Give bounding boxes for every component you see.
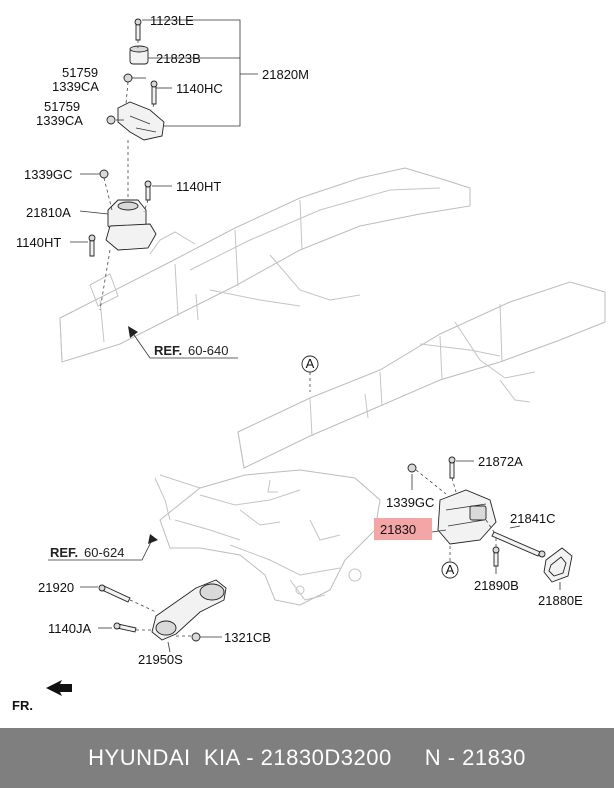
label-1140HT-top: 1140HT <box>176 179 221 194</box>
label-1339CA-bottom: 1339CA <box>36 113 83 128</box>
label-21823B: 21823B <box>156 51 201 66</box>
front-subframe <box>154 469 381 606</box>
label-21810A: 21810A <box>26 205 71 220</box>
highlight-box-21830 <box>374 518 432 540</box>
footer-part-number-text: HYUNDAI KIA - 21830D3200 N - 21830 <box>88 745 526 770</box>
middle-frame-rail <box>237 281 606 469</box>
label-21841C: 21841C <box>510 511 556 526</box>
label-1123LE: 1123LE <box>150 13 194 28</box>
label-21872A: 21872A <box>478 454 523 469</box>
front-direction-arrow <box>46 680 72 696</box>
label-1339GC-top: 1339GC <box>24 167 72 182</box>
upper-frame-rail <box>59 167 471 363</box>
label-21920: 21920 <box>38 580 74 595</box>
ref-60-624-pointer <box>48 534 158 561</box>
label-21830: 21830 <box>380 522 416 537</box>
label-callout-a-top: A <box>306 356 315 371</box>
torque-rod-assembly <box>98 579 227 642</box>
label-front-direction: FR. <box>12 698 33 713</box>
mount-21830-assembly <box>407 456 573 583</box>
ref-60-640-pointer <box>128 326 238 359</box>
label-ref-640-prefix: REF. <box>154 343 182 358</box>
label-ref-640-number: 60-640 <box>188 343 228 358</box>
part-number-footer: HYUNDAI KIA - 21830D3200 N - 21830 <box>0 728 614 788</box>
label-21880E: 21880E <box>538 593 583 608</box>
label-1140HC: 1140HC <box>176 81 223 96</box>
label-21820M: 21820M <box>262 67 309 82</box>
label-ref-624-prefix: REF. <box>50 545 78 560</box>
label-21890B: 21890B <box>474 578 519 593</box>
parts-diagram: 1123LE 21823B 21820M 51759 1339CA 1140HC… <box>12 13 606 713</box>
callout-a-top <box>301 355 319 392</box>
label-callout-a-bottom: A <box>446 562 455 577</box>
label-51759-bottom: 51759 <box>44 99 80 114</box>
torque-rod-leaders <box>80 586 222 653</box>
label-ref-624-number: 60-624 <box>84 545 124 560</box>
label-1321CB: 1321CB <box>224 630 271 645</box>
label-1339CA-top: 1339CA <box>52 79 99 94</box>
label-51759-top: 51759 <box>62 65 98 80</box>
label-1339GC-right: 1339GC <box>386 495 434 510</box>
upper-leader-lines <box>70 19 258 311</box>
label-1140JA: 1140JA <box>48 621 91 636</box>
label-21950S: 21950S <box>138 652 183 667</box>
mount-21830-leaders <box>411 460 561 590</box>
label-1140HT-bottom: 1140HT <box>16 235 61 250</box>
callout-a-bottom <box>441 561 459 579</box>
upper-mount-assembly <box>88 18 165 257</box>
